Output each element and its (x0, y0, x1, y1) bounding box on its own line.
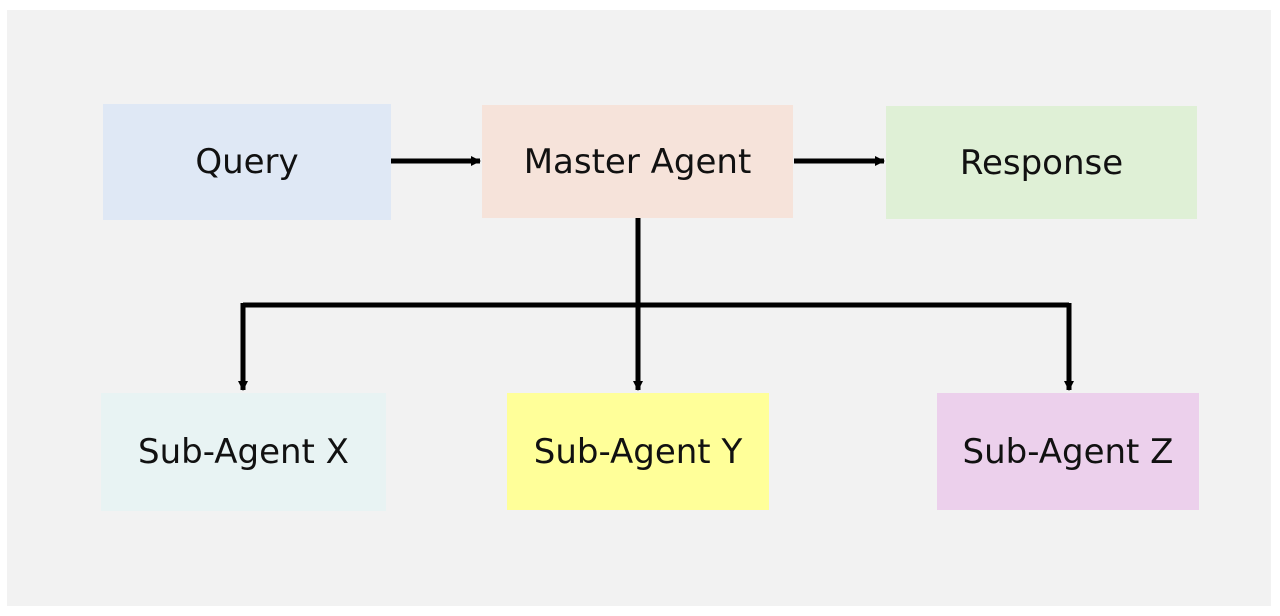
diagram-canvas (7, 10, 1271, 606)
master-agent-node: Master Agent (482, 105, 793, 218)
query-node: Query (103, 104, 391, 220)
sub-agent-z-node: Sub-Agent Z (937, 393, 1199, 510)
response-node: Response (886, 106, 1197, 219)
sub-agent-x-node: Sub-Agent X (101, 393, 386, 511)
sub-agent-y-node: Sub-Agent Y (507, 393, 769, 510)
